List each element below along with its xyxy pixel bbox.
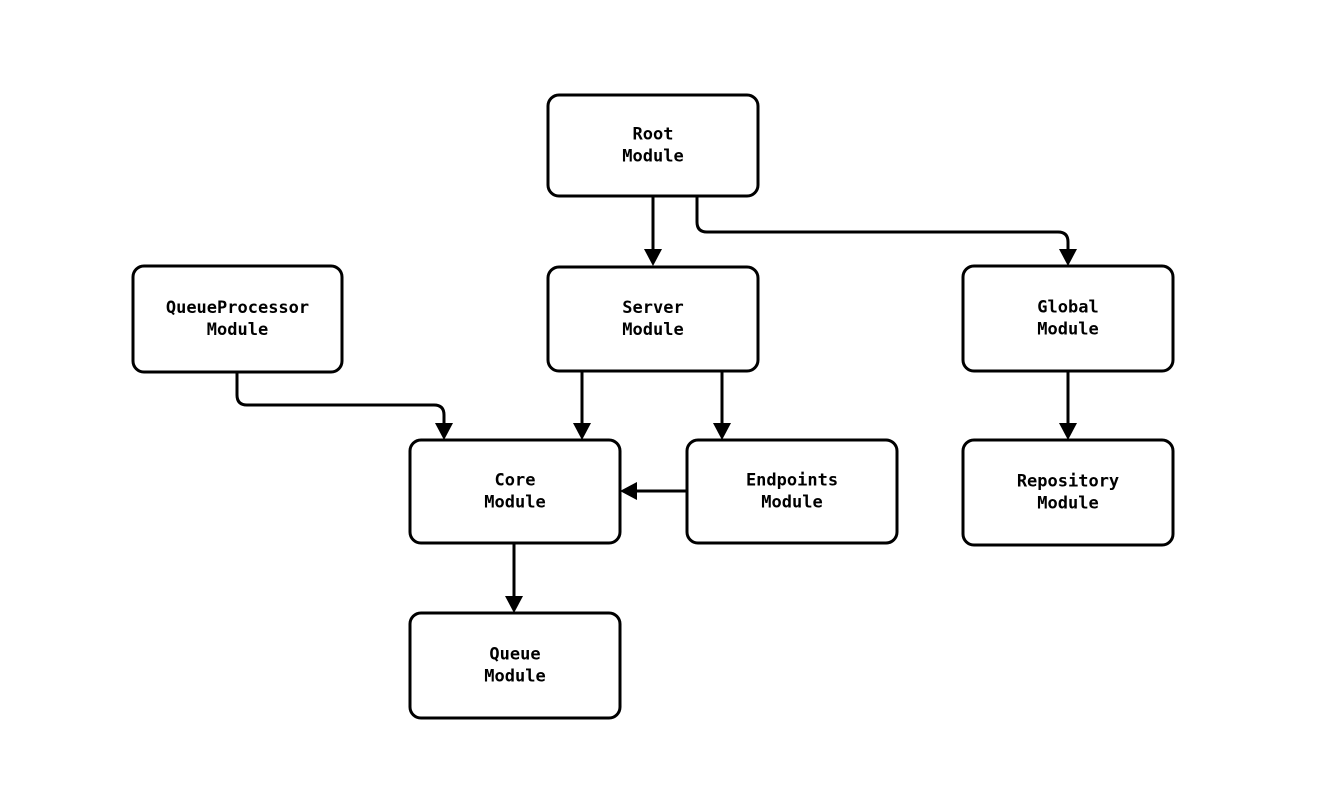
edges-layer — [235, 196, 1070, 597]
node-core-label-line2: Module — [484, 493, 545, 513]
node-root-label-line2: Module — [622, 147, 683, 167]
node-queue-label-line1: Queue — [489, 645, 540, 665]
node-global-box[interactable] — [961, 264, 1175, 373]
arrow-core-to-queue-icon — [505, 596, 523, 613]
arrow-server-to-core-icon — [573, 423, 591, 440]
node-endpoints-label-line2: Module — [761, 493, 822, 513]
node-core-label-line1: Core — [495, 471, 536, 491]
arrow-global-to-repository-icon — [1059, 423, 1077, 440]
nodes-layer: RootModuleQueueProcessorModuleServerModu… — [131, 93, 1175, 720]
node-server-box[interactable] — [546, 265, 760, 373]
edge-queueprocessor-to-core — [235, 372, 446, 424]
arrow-root-to-server-icon — [644, 249, 662, 266]
node-repository-box[interactable] — [961, 438, 1175, 547]
node-server-label-line2: Module — [622, 320, 683, 340]
arrow-root-to-global-icon — [1059, 249, 1077, 266]
node-queueprocessor-label-line1: QueueProcessor — [166, 298, 309, 318]
node-global-label-line2: Module — [1037, 320, 1098, 340]
node-queueprocessor-box[interactable] — [131, 264, 344, 374]
node-repository-label-line2: Module — [1037, 494, 1098, 514]
arrow-queueprocessor-to-core-icon — [435, 423, 453, 440]
arrow-server-to-endpoints-icon — [713, 423, 731, 440]
arrow-endpoints-to-core-icon — [620, 482, 637, 500]
node-endpoints-label-line1: Endpoints — [746, 471, 838, 491]
node-repository-label-line1: Repository — [1017, 472, 1119, 492]
node-server-label-line1: Server — [622, 298, 683, 318]
node-queueprocessor-label-line2: Module — [207, 320, 268, 340]
node-core-box[interactable] — [408, 438, 622, 545]
arrowheads-layer — [435, 249, 1077, 613]
node-global-label-line1: Global — [1037, 298, 1098, 318]
edge-root-to-global — [695, 196, 1070, 251]
node-queue-box[interactable] — [408, 611, 622, 720]
node-endpoints-box[interactable] — [685, 438, 899, 545]
node-root-label-line1: Root — [633, 125, 674, 145]
node-queue-label-line2: Module — [484, 667, 545, 687]
node-root-box[interactable] — [546, 93, 760, 198]
